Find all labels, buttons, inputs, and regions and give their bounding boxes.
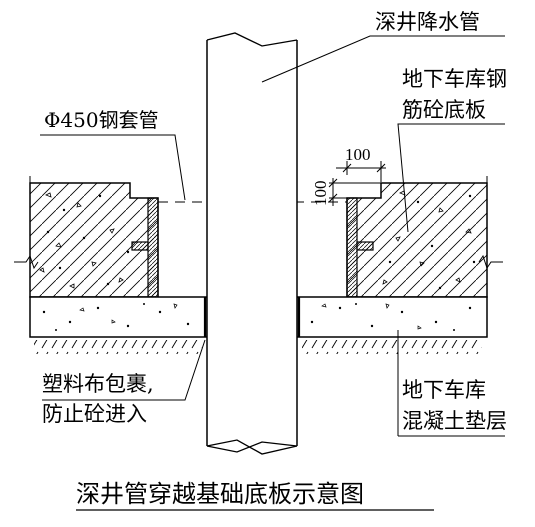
label-slab-line2: 筋砼底板 <box>402 98 486 122</box>
soil-right <box>302 340 482 354</box>
label-pipe: 深井降水管 <box>375 10 480 34</box>
concrete-cushion-right <box>296 296 488 338</box>
label-sleeve: Φ450钢套管 <box>44 108 159 132</box>
deep-well-pipe <box>206 32 298 455</box>
label-wrap-line1: 塑料布包裹, <box>42 372 154 396</box>
dimension-height-text: 100 <box>311 181 330 207</box>
label-cushion-line1: 地下车库 <box>402 378 486 402</box>
dimension-width-text: 100 <box>345 145 371 164</box>
leader-lines <box>40 35 505 437</box>
soil-left <box>34 340 202 354</box>
right-floor-slab <box>346 176 503 298</box>
diagram-title: 深井管穿越基础底板示意图 <box>76 480 364 508</box>
dimension-step <box>328 161 386 206</box>
left-floor-slab <box>14 176 159 298</box>
concrete-cushion-left <box>29 296 208 338</box>
plastic-wrap <box>203 297 301 337</box>
label-wrap-line2: 防止砼进入 <box>42 402 147 426</box>
label-cushion-line2: 混凝土垫层 <box>402 409 507 433</box>
label-slab-line1: 地下车库钢 <box>402 67 507 91</box>
